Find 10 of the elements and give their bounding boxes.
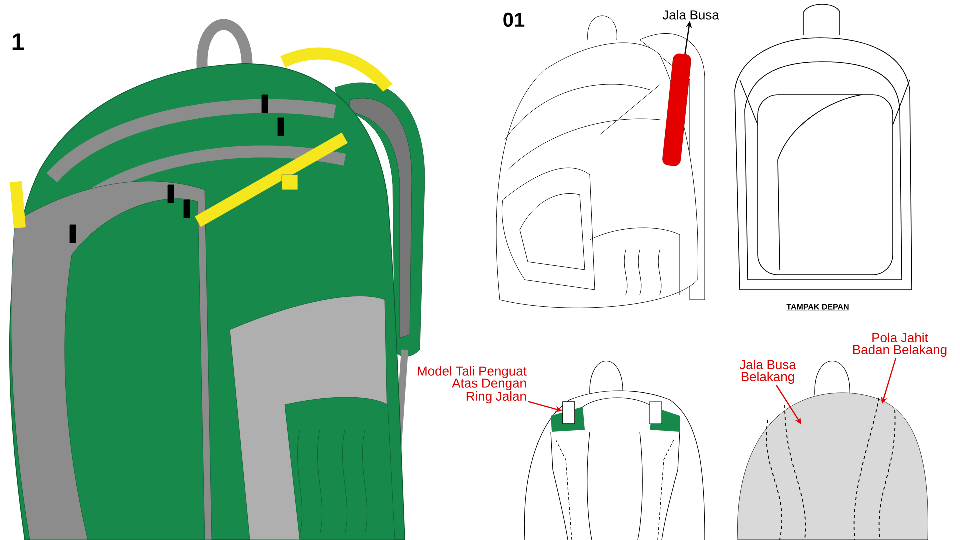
jala-busa-label: Jala Busa — [662, 10, 720, 20]
figure-number: 01 — [504, 12, 525, 28]
seam-line — [854, 398, 880, 540]
callout-text: Pola Jahit Badan Belakang — [854, 332, 947, 358]
callout-text: Jala Busa Belakang — [740, 360, 796, 384]
callout-text: Model Tali Penguat Atas Dengan Ring Jalan — [418, 366, 527, 404]
view-caption: TAMPAK DEPAN — [786, 304, 850, 312]
mesh-strap — [662, 54, 692, 166]
figure-number: 1 — [12, 34, 24, 50]
strap-buckle — [562, 402, 576, 424]
